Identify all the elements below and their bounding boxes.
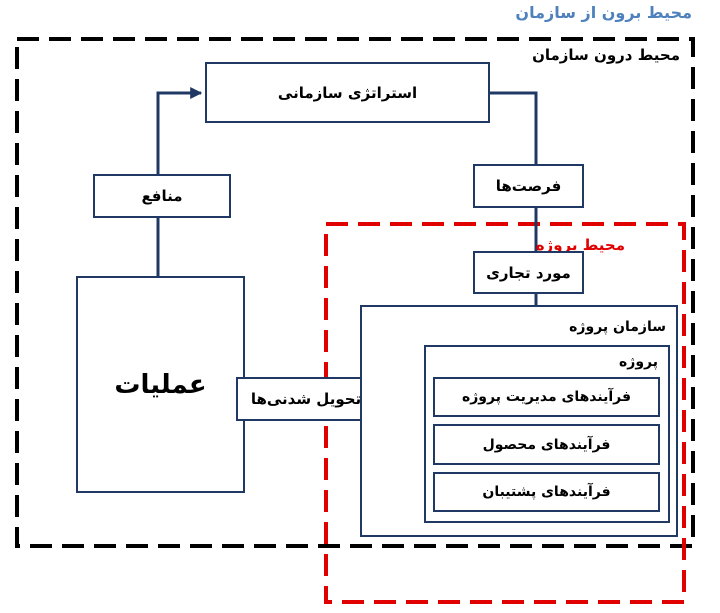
process-box-pm: فرآیندهای مدیریت پروژه [433, 377, 660, 417]
project-org-title: سازمان پروژه [569, 319, 666, 335]
process-box-support: فرآیندهای پشتیبان [433, 472, 660, 512]
strategy-to-opportunities-line [490, 91, 538, 164]
operations-box: عملیات [76, 276, 245, 493]
deliverables-box: تحویل شدنی‌ها [236, 377, 376, 421]
benefits-box: منافع [93, 174, 231, 218]
project-title: پروژه [619, 354, 658, 370]
outside-org-label: محیط برون از سازمان [515, 3, 692, 22]
business-case-box: مورد تجاری [473, 251, 584, 294]
benefits-to-strategy-arrow [156, 87, 203, 174]
strategy-box: استراتژی سازمانی [205, 62, 490, 123]
opportunities-box: فرصت‌ها [473, 164, 584, 208]
inside-org-boundary [15, 37, 695, 548]
project-env-label: محیط پروژه [535, 236, 625, 254]
process-box-product: فرآیندهای محصول [433, 424, 660, 465]
inside-org-label: محیط درون سازمان [532, 46, 680, 64]
